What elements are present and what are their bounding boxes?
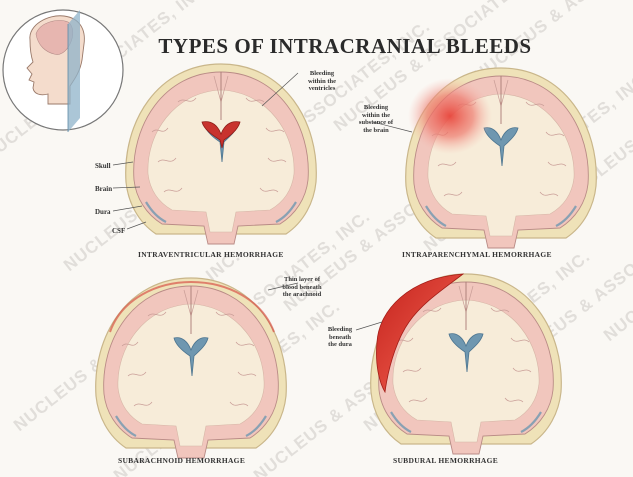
leader-lines <box>0 0 633 477</box>
illustration-canvas: NUCLEUS & ASSOCIATES, INC.NUCLEUS & ASSO… <box>0 0 633 477</box>
